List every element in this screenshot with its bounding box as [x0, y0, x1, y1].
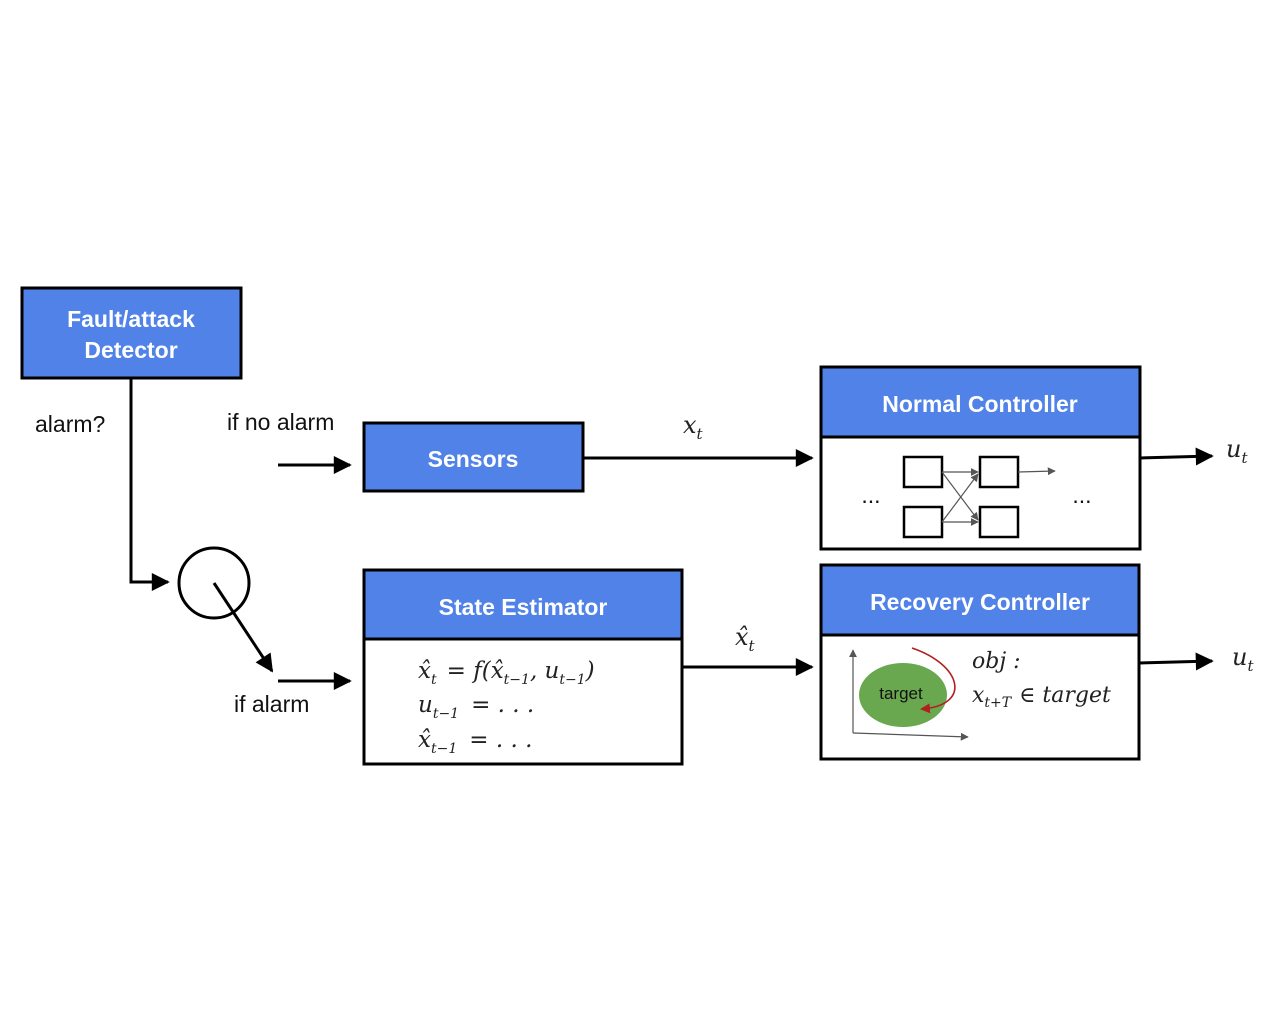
- xhat-t-label-sub: t: [749, 637, 756, 655]
- nn-node: [902, 505, 944, 539]
- normal-controller-box: Normal Controller ... ...: [819, 365, 1142, 551]
- switch-lever-line: [212, 582, 274, 673]
- x-t-label-sub: t: [697, 425, 704, 443]
- detector-title-line1: Fault/attack: [67, 306, 195, 332]
- constraint-rest: ∈ target: [1019, 683, 1111, 708]
- u-t-normal-sub: t: [1241, 449, 1248, 467]
- nn-node: [978, 505, 1020, 539]
- eq3-rhs: = . . .: [469, 727, 532, 753]
- xhat-t-label: x̂t: [735, 623, 756, 655]
- constraint-x: x: [972, 683, 985, 708]
- x-t-label-base: x: [683, 411, 697, 439]
- x-t-label: xt: [683, 411, 704, 443]
- eq3-lhs-sub: t−1: [431, 741, 457, 757]
- recovery-trajectory-arrow: [911, 647, 956, 714]
- sensors-box: Sensors: [362, 421, 585, 493]
- xhat-t-label-base: x̂: [735, 623, 749, 651]
- u-t-recovery-label: ut: [1232, 643, 1254, 675]
- state-estimator-box: State Estimator x̂t= f(x̂t−1, ut−1) ut−1…: [362, 568, 684, 766]
- obj-label: obj :: [972, 649, 1021, 674]
- state-estimator-header: [362, 568, 684, 641]
- eq1-rhs-mid: , u: [530, 658, 559, 684]
- eq1-lhs: x̂: [418, 658, 431, 684]
- nn-ellipsis-left: ...: [861, 482, 880, 508]
- constraint-label: xt+T ∈ target: [972, 683, 1111, 711]
- sensors-box-rect: [362, 421, 585, 493]
- alarm-question-label: alarm?: [35, 411, 105, 437]
- recovery-controller-header: [819, 563, 1141, 637]
- if-alarm-label: if alarm: [234, 691, 309, 717]
- u-t-recovery-base: u: [1232, 643, 1247, 671]
- nn-edge: [1017, 467, 1056, 476]
- eq1-lhs-sub: t: [431, 672, 437, 688]
- detector-title-line2: Detector: [84, 337, 177, 363]
- recovery-controller-title: Recovery Controller: [870, 589, 1090, 615]
- u-t-normal-label: ut: [1226, 435, 1248, 467]
- alarm-signal-line: [129, 378, 170, 591]
- eq2-rhs: = . . .: [471, 692, 534, 718]
- estimator-eq2: ut−1 = . . .: [418, 692, 534, 722]
- nn-node: [902, 455, 944, 489]
- state-space-plot: target: [849, 647, 969, 741]
- estimator-eq1: x̂t= f(x̂t−1, ut−1): [418, 658, 595, 688]
- state-estimator-title: State Estimator: [439, 594, 608, 620]
- target-label: target: [879, 684, 923, 703]
- recovery-controller-box: Recovery Controller target obj : xt+T ∈ t…: [819, 563, 1141, 761]
- eq1-rhs-end: ): [585, 658, 595, 684]
- normal-controller-title: Normal Controller: [882, 391, 1078, 417]
- nn-edge: [941, 471, 979, 521]
- nn-node: [978, 455, 1020, 489]
- normal-controller-header: [819, 365, 1142, 439]
- neural-network-icon: [902, 455, 1056, 539]
- nn-ellipsis-right: ...: [1072, 482, 1091, 508]
- recovery-output-arrow: [1138, 652, 1214, 671]
- u-t-recovery-sub: t: [1247, 657, 1254, 675]
- eq2-lhs: u: [418, 692, 433, 718]
- plot-x-axis: [852, 732, 969, 741]
- eq1-rhs-sub1: t−1: [504, 672, 530, 688]
- estimator-eq3: x̂t−1 = . . .: [418, 727, 532, 757]
- eq2-lhs-sub: t−1: [433, 706, 459, 722]
- eq3-lhs: x̂: [418, 727, 431, 753]
- eq1-rhs-sub2: t−1: [559, 672, 585, 688]
- u-t-normal-base: u: [1226, 435, 1241, 463]
- normal-output-arrow: [1139, 447, 1214, 466]
- constraint-sub: t+T: [984, 695, 1012, 711]
- nn-edge: [941, 473, 979, 523]
- eq1-rhs-f: = f(x̂: [447, 658, 504, 684]
- detector-box-rect: [20, 286, 243, 380]
- sensors-title: Sensors: [428, 446, 519, 472]
- if-no-alarm-label: if no alarm: [227, 409, 334, 435]
- detector-box: Fault/attack Detector: [20, 286, 243, 380]
